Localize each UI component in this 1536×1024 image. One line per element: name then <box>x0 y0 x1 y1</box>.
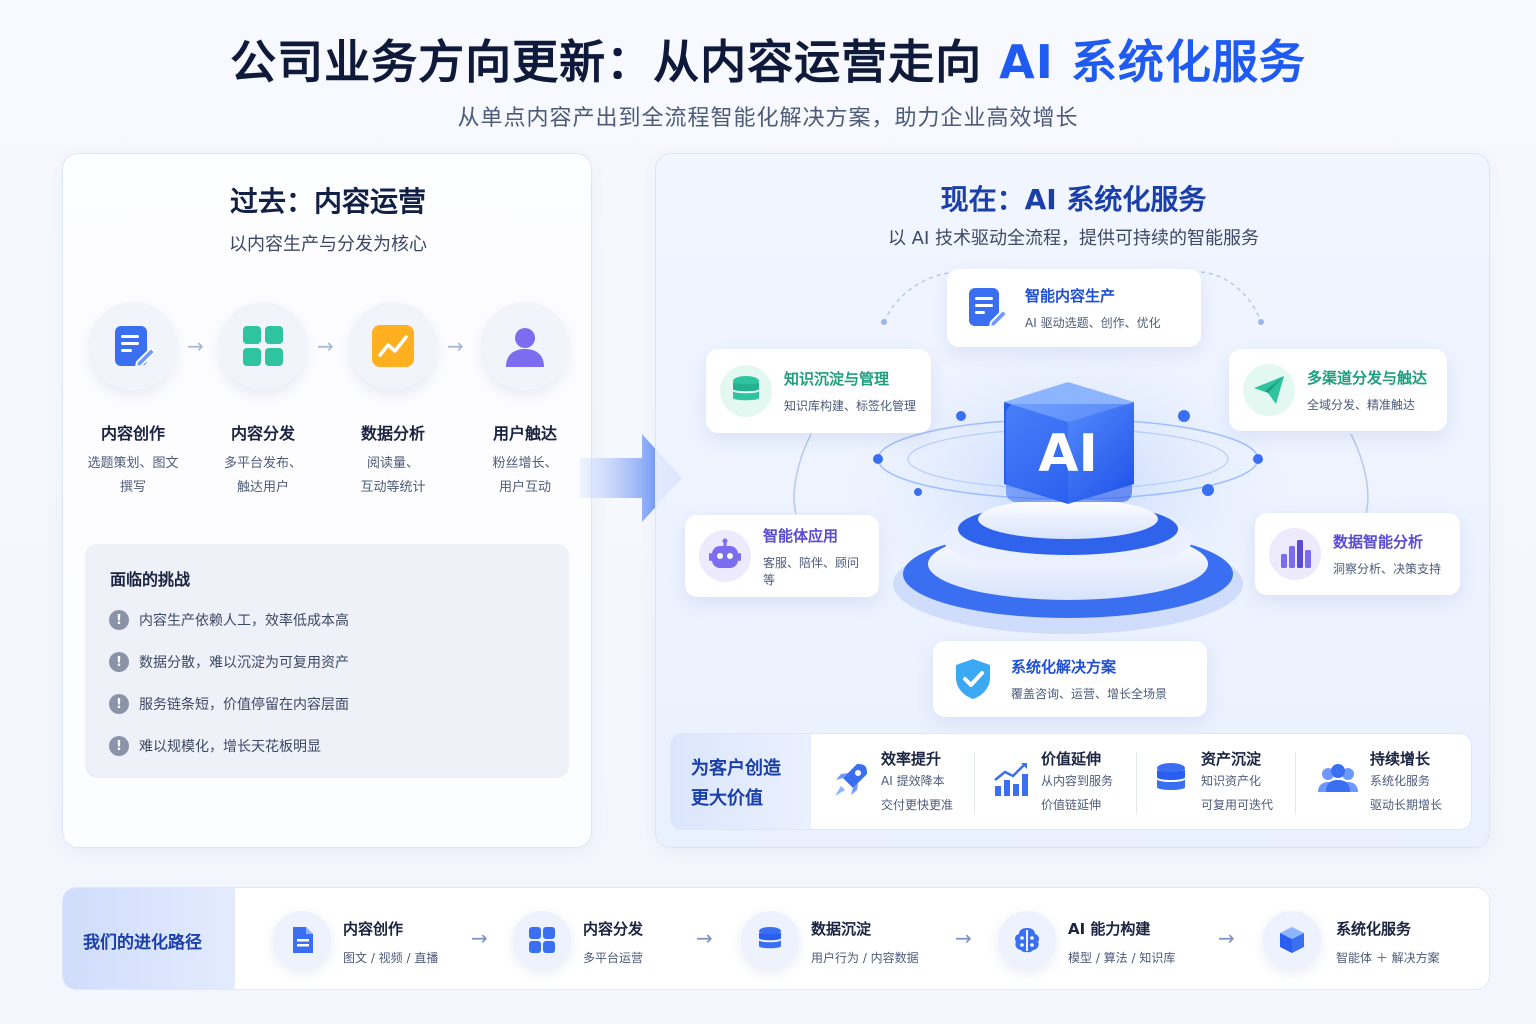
feature-desc: AI 驱动选题、创作、优化 <box>1025 316 1161 330</box>
feature-title: 智能内容生产 <box>1025 287 1116 305</box>
cube-icon <box>1263 911 1321 969</box>
value-item-extension: 价值延伸从内容到服务价值链延伸 <box>991 748 1113 817</box>
arrow-right-icon: → <box>471 926 488 950</box>
page-title-highlight: AI 系统化服务 <box>999 35 1306 89</box>
feature-title: 知识沉淀与管理 <box>784 370 890 388</box>
challenge-item: !服务链条短，价值停留在内容层面 <box>109 694 349 714</box>
alert-icon: ! <box>109 610 129 630</box>
now-title: 现在：AI 系统化服务 <box>940 183 1207 216</box>
shield-check-icon <box>947 653 999 705</box>
feature-title: 多渠道分发与触达 <box>1307 369 1428 387</box>
evolution-label: 我们的进化路径 <box>63 888 235 989</box>
users-group-icon <box>1318 764 1358 792</box>
value-item-growth: 持续增长系统化服务驱动长期增长 <box>1316 748 1442 817</box>
feature-title: 智能体应用 <box>763 526 839 545</box>
trend-chart-icon <box>372 325 414 367</box>
evolution-step: AI 能力构建模型 / 算法 / 知识库 <box>1068 920 1176 965</box>
page-title: 公司业务方向更新：从内容运营走向 AI 系统化服务 <box>0 26 1536 92</box>
evolution-step: 内容分发多平台运营 <box>583 920 644 965</box>
step-desc: 粉丝增长、用户互动 <box>492 456 558 495</box>
arrow-right-icon: → <box>1218 926 1235 950</box>
step-title: 内容创作 <box>100 424 165 443</box>
rocket-icon <box>835 764 867 796</box>
feature-card-content: 智能内容生产 AI 驱动选题、创作、优化 <box>947 269 1201 347</box>
robot-icon <box>699 530 751 582</box>
arrow-right-icon: → <box>955 926 972 950</box>
step-distribution-circle <box>219 302 307 390</box>
challenge-item: !难以规模化，增长天花板明显 <box>109 736 321 756</box>
challenges-title: 面临的挑战 <box>110 570 191 589</box>
past-subtitle: 以内容生产与分发为核心 <box>229 234 427 255</box>
challenge-item: !数据分散，难以沉淀为可复用资产 <box>109 652 349 672</box>
step-title: 数据分析 <box>360 424 425 443</box>
value-label: 为客户创造 更大价值 <box>671 734 811 829</box>
evolution-step: 内容创作图文 / 视频 / 直播 <box>343 920 439 965</box>
step-desc: 阅读量、互动等统计 <box>360 456 426 495</box>
page-title-prefix: 公司业务方向更新：从内容运营走向 <box>230 35 1000 89</box>
feature-card-data: 数据智能分析洞察分析、决策支持 <box>1255 513 1460 595</box>
alert-icon: ! <box>109 694 129 714</box>
step-title: 内容分发 <box>230 424 295 443</box>
value-item-assets: 资产沉淀知识资产化可复用可迭代 <box>1151 748 1273 817</box>
arrow-right-icon: → <box>187 334 204 358</box>
paper-plane-icon <box>1243 364 1295 416</box>
evolution-path-bar: 我们的进化路径 内容创作图文 / 视频 / 直播 → 内容分发多平台运营 → 数… <box>62 887 1490 990</box>
feature-desc: 知识库构建、标签化管理 <box>784 399 917 413</box>
feature-card-agent: 智能体应用客服、陪伴、顾问等 <box>685 515 879 597</box>
feature-title: 系统化解决方案 <box>1011 658 1117 676</box>
feature-title: 数据智能分析 <box>1333 533 1424 551</box>
document-edit-icon <box>115 326 157 369</box>
database-icon <box>720 365 772 417</box>
alert-icon: ! <box>109 736 129 756</box>
growth-chart-icon <box>994 763 1028 796</box>
challenge-item: !内容生产依赖人工，效率低成本高 <box>109 610 349 630</box>
grid-icon <box>513 911 571 969</box>
feature-card-channel: 多渠道分发与触达全域分发、精准触达 <box>1229 349 1447 431</box>
evolution-step: 数据沉淀用户行为 / 内容数据 <box>811 920 919 965</box>
now-panel: 现在：AI 系统化服务 以 AI 技术驱动全流程，提供可持续的智能服务 <box>655 153 1490 848</box>
now-subtitle: 以 AI 技术驱动全流程，提供可持续的智能服务 <box>887 228 1260 249</box>
evolution-step: 系统化服务智能体 ＋ 解决方案 <box>1336 920 1440 965</box>
step-title: 用户触达 <box>492 424 557 443</box>
feature-desc: 覆盖咨询、运营、增长全场景 <box>1011 687 1168 701</box>
feature-card-knowledge: 知识沉淀与管理知识库构建、标签化管理 <box>706 349 931 433</box>
step-analytics-circle <box>349 302 437 390</box>
ai-core-label: AI <box>1038 424 1098 484</box>
page-subtitle: 从单点内容产出到全流程智能化解决方案，助力企业高效增长 <box>457 106 1079 131</box>
past-title: 过去：内容运营 <box>229 185 426 218</box>
brain-icon <box>998 911 1056 969</box>
arrow-right-icon: → <box>447 334 464 358</box>
step-desc: 选题策划、图文撰写 <box>87 456 179 495</box>
feature-desc: 洞察分析、决策支持 <box>1333 562 1442 576</box>
user-icon <box>506 328 544 367</box>
document-edit-icon <box>961 282 1013 334</box>
file-icon <box>273 911 331 969</box>
arrow-right-icon: → <box>317 334 334 358</box>
database-icon <box>1157 763 1185 790</box>
feature-desc: 客服、陪伴、顾问等 <box>763 555 860 587</box>
step-user-reach-circle <box>481 302 569 390</box>
grid-icon <box>243 326 283 366</box>
ai-hub-illustration <box>793 271 1369 644</box>
feature-desc: 全域分发、精准触达 <box>1307 398 1416 412</box>
challenges-box: 面临的挑战 !内容生产依赖人工，效率低成本高 !数据分散，难以沉淀为可复用资产 … <box>85 544 569 778</box>
divider <box>1295 752 1296 814</box>
divider <box>974 752 975 814</box>
database-icon <box>741 911 799 969</box>
divider <box>1136 752 1137 814</box>
arrow-right-icon: → <box>696 926 713 950</box>
step-desc: 多平台发布、触达用户 <box>223 456 302 495</box>
step-content-creation-circle <box>89 302 177 390</box>
alert-icon: ! <box>109 652 129 672</box>
bar-chart-icon <box>1269 528 1321 580</box>
feature-card-solution: 系统化解决方案覆盖咨询、运营、增长全场景 <box>933 641 1207 717</box>
